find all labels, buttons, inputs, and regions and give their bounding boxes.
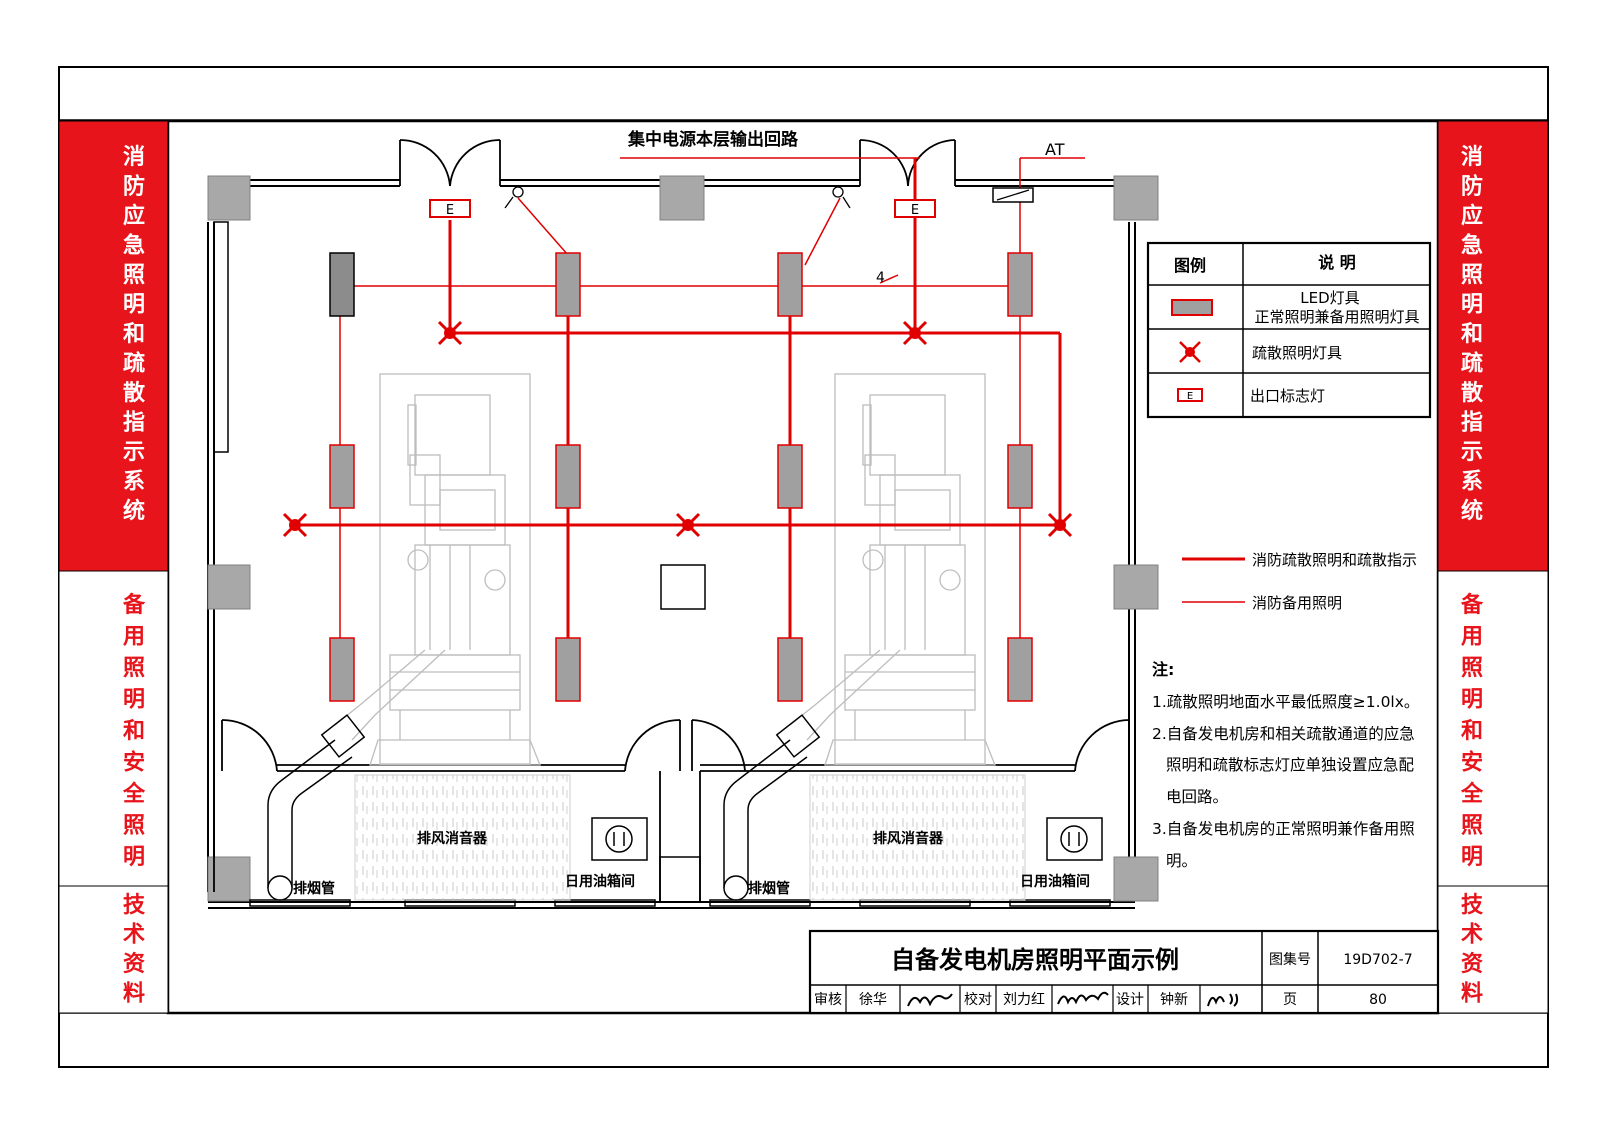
- evacuation-light: [675, 512, 701, 538]
- led-fixture-icon: [1171, 299, 1213, 316]
- atlas-label: 图集号: [1269, 951, 1311, 968]
- side-tab-technical-left: 技术资料: [123, 893, 146, 1007]
- silencer-zone-2: [809, 774, 1026, 901]
- designer-signature: [1207, 993, 1239, 1007]
- feed-circuit-label: 集中电源本层输出回路: [627, 129, 799, 150]
- title-block: 自备发电机房照明平面示例 图集号 19D702-7 页 80 审核 徐华 校对 …: [808, 929, 1440, 1015]
- check-label: 校对: [964, 991, 992, 1008]
- design-label: 设计: [1116, 992, 1144, 1008]
- left-side-tabs: 消防应急照明和疏散指示系统 备用照明和安全照明 技术资料: [58, 120, 169, 1014]
- evacuation-light-icon: [1179, 341, 1201, 363]
- smoke-pipe-1: [267, 714, 366, 901]
- page-label: 页: [1283, 992, 1297, 1008]
- side-tab-red-right: [1437, 120, 1549, 572]
- ceiling-light-markers: [504, 186, 851, 209]
- note-line: 电回路。: [1166, 788, 1228, 806]
- label-smoke-pipe-1: 排烟管: [293, 880, 335, 897]
- exit-sign-2: E: [894, 199, 936, 218]
- evacuation-light: [902, 320, 928, 346]
- line-type-legend: 消防疏散照明和疏散指示 消防备用照明: [1182, 551, 1417, 612]
- reviewer-name: 徐华: [859, 992, 887, 1008]
- side-tab-technical-right: 技术资料: [1461, 893, 1484, 1007]
- label-smoke-pipe-2: 排烟管: [748, 880, 790, 897]
- evacuation-lights: [282, 320, 1073, 538]
- legend-led-desc: 正常照明兼备用照明灯具: [1254, 308, 1419, 326]
- oil-tank-1: [591, 817, 648, 861]
- label-silencer-1: 排风消音器: [417, 830, 488, 847]
- side-tab-title-left: 消防应急照明和疏散指示系统: [123, 145, 146, 524]
- generator-set-2: [789, 373, 996, 766]
- page-number: 80: [1369, 992, 1387, 1008]
- notes: 注: 1.疏散照明地面水平最低照度≥1.0lx。 2.自备发电机房和相关疏散通道…: [1152, 660, 1419, 870]
- legend-evac-label: 疏散照明灯具: [1252, 344, 1342, 362]
- led-fixture: [555, 444, 581, 509]
- label-oil-tank-2: 日用油箱间: [1020, 873, 1090, 890]
- exit-sign-letter: E: [446, 203, 454, 218]
- smoke-pipe-2: [723, 714, 821, 901]
- notes-title: 注:: [1152, 660, 1174, 679]
- evacuation-light: [1047, 512, 1073, 538]
- standby-lighting-circuit: [339, 157, 1085, 680]
- legend-exit-label: 出口标志灯: [1250, 387, 1325, 405]
- reviewer-signature: [907, 993, 953, 1007]
- floor-plan: 排风消音器 排风消音器 排烟管 排烟管 日用油箱间 日用油箱间: [207, 129, 1159, 909]
- led-fixture: [329, 444, 355, 509]
- svg-text:E: E: [1187, 391, 1193, 402]
- note-line: 3.自备发电机房的正常照明兼作备用照: [1152, 820, 1415, 838]
- line-legend-standby: 消防备用照明: [1252, 594, 1342, 612]
- note-line: 照明和疏散标志灯应单独设置应急配: [1166, 755, 1414, 774]
- note-line: 明。: [1166, 852, 1197, 870]
- evacuation-light: [437, 320, 463, 346]
- led-fixture: [329, 252, 355, 317]
- label-silencer-2: 排风消音器: [873, 830, 944, 847]
- legend-led-label: LED灯具: [1300, 289, 1359, 307]
- designer-name: 钟新: [1160, 991, 1188, 1008]
- led-fixtures: [329, 252, 1033, 702]
- led-fixture: [777, 637, 803, 702]
- generator-set-1: [334, 373, 541, 766]
- side-tab-subtitle-right: 备用照明和安全照明: [1460, 592, 1484, 870]
- drawing-title: 自备发电机房照明平面示例: [891, 946, 1179, 974]
- exit-sign-letter: E: [911, 203, 919, 218]
- legend-header-symbol: 图例: [1174, 256, 1206, 275]
- led-fixture: [1007, 444, 1033, 509]
- led-fixture: [777, 444, 803, 509]
- side-tab-subtitle-left: 备用照明和安全照明: [122, 592, 146, 870]
- note-line: 2.自备发电机房和相关疏散通道的应急: [1152, 724, 1415, 743]
- top-doors: [399, 139, 956, 187]
- led-fixture: [555, 252, 581, 317]
- center-column-outline: [660, 564, 706, 610]
- evacuation-light: [282, 512, 308, 538]
- led-fixture: [1007, 637, 1033, 702]
- line-legend-evacuation: 消防疏散照明和疏散指示: [1252, 551, 1417, 569]
- side-tab-red-left: [58, 120, 169, 572]
- right-side-tabs: 消防应急照明和疏散指示系统 备用照明和安全照明 技术资料: [1437, 120, 1549, 1014]
- led-fixture: [777, 252, 803, 317]
- at-panel-label: AT: [1045, 140, 1065, 159]
- note-line: 1.疏散照明地面水平最低照度≥1.0lx。: [1152, 693, 1419, 711]
- legend-header-description: 说 明: [1318, 253, 1356, 272]
- atlas-number: 19D702-7: [1343, 952, 1412, 968]
- structural-columns: [207, 175, 1159, 902]
- exit-sign-1: E: [429, 199, 471, 218]
- led-fixture: [555, 637, 581, 702]
- side-tab-title-right: 消防应急照明和疏散指示系统: [1461, 145, 1484, 524]
- checker-name: 刘力红: [1003, 992, 1045, 1008]
- silencer-zone-1: [354, 774, 571, 901]
- wire-count-label: 4: [876, 270, 885, 286]
- checker-signature: [1057, 991, 1109, 1005]
- led-fixture: [1007, 252, 1033, 317]
- led-fixture: [329, 637, 355, 702]
- inner-partitions: [213, 719, 1130, 903]
- oil-tank-2: [1046, 817, 1103, 861]
- review-label: 审核: [814, 992, 842, 1008]
- label-oil-tank-1: 日用油箱间: [565, 873, 635, 890]
- legend-table: 图例 说 明 LED灯具 正常照明兼备用照明灯具 疏散照明灯具 E 出口标志灯: [1146, 241, 1432, 419]
- exit-sign-icon: E: [1177, 388, 1203, 402]
